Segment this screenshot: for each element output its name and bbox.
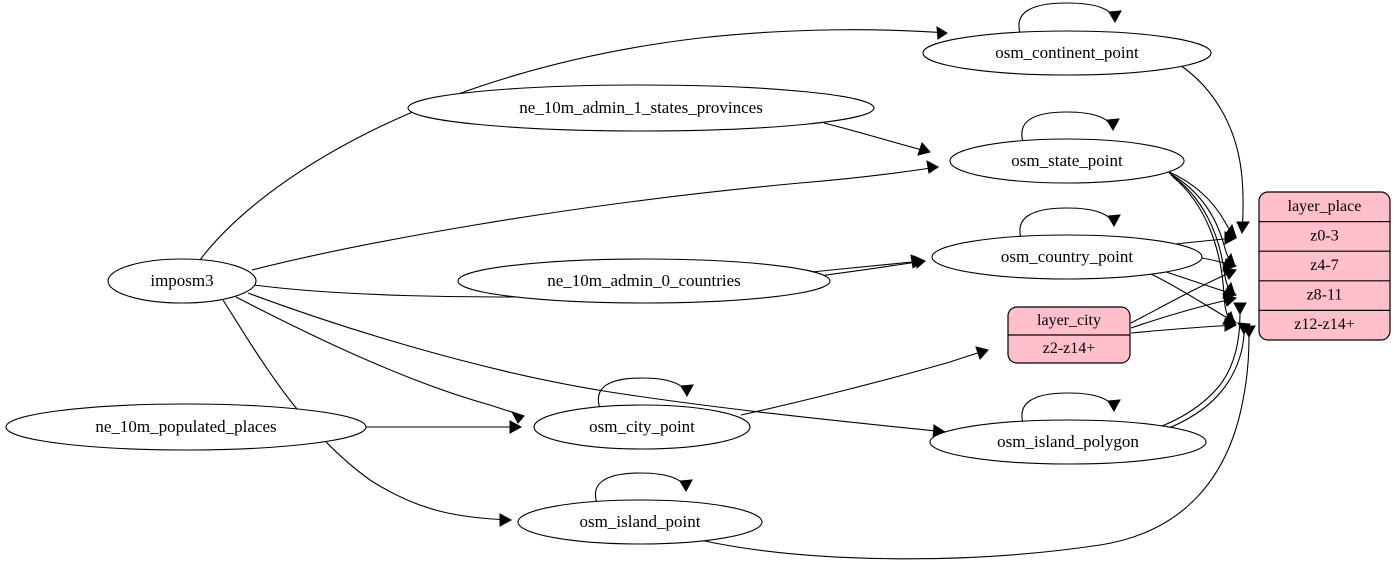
record-node-layer_place[interactable]: layer_place z0-3 z4-7 z8-11 z12-z14+ bbox=[1258, 191, 1391, 341]
edge-osm_country_point-self-loop bbox=[1019, 207, 1121, 242]
edge-osm_city_point-self-loop bbox=[597, 377, 694, 412]
edge-osm_island_point-self-loop bbox=[594, 472, 693, 507]
record-node-layer_city[interactable]: layer_city z2-z14+ bbox=[1007, 306, 1131, 364]
node-label-ne_10m_admin_1_states_provinces: ne_10m_admin_1_states_provinces bbox=[519, 98, 763, 117]
node-osm_continent_point[interactable]: osm_continent_point bbox=[922, 30, 1212, 76]
record-row-layer_city-title: layer_city bbox=[1037, 312, 1101, 329]
record-row-layer_place-z12-z14[interactable]: z12-z14+ bbox=[1294, 316, 1355, 333]
edge-imposm3-to-osm_continent_point bbox=[199, 26, 948, 261]
node-label-osm_continent_point: osm_continent_point bbox=[995, 43, 1139, 62]
edge-osm_island_polygon-self-loop bbox=[1021, 392, 1121, 427]
edge-imposm3-to-osm_state_point bbox=[251, 160, 939, 271]
node-label-ne_10m_populated_places: ne_10m_populated_places bbox=[95, 417, 276, 436]
edge-imposm3-to-osm_island_point bbox=[222, 299, 513, 527]
edge-ne_10m_populated_places-to-osm_city_point bbox=[366, 420, 523, 434]
node-ne_10m_populated_places[interactable]: ne_10m_populated_places bbox=[5, 403, 367, 451]
node-osm_island_point[interactable]: osm_island_point bbox=[517, 499, 763, 545]
node-label-osm_country_point: osm_country_point bbox=[1001, 247, 1133, 266]
record-row-layer_place-z8-11[interactable]: z8-11 bbox=[1307, 287, 1343, 304]
node-label-osm_island_polygon: osm_island_polygon bbox=[997, 432, 1139, 451]
edge-osm_island_polygon-to-layer_place-z12-z14 bbox=[1157, 322, 1251, 433]
edge-ne_10m_admin_0_countries-to-osm_country_point bbox=[811, 254, 923, 273]
node-layer: imposm3 ne_10m_admin_1_states_provinces … bbox=[5, 30, 1212, 545]
edge-osm_city_point-to-layer_city-z2-z14 bbox=[740, 346, 989, 416]
edge-osm_continent_point-self-loop bbox=[1018, 2, 1122, 37]
node-osm_state_point[interactable]: osm_state_point bbox=[949, 138, 1185, 184]
record-row-layer_place-z0-3[interactable]: z0-3 bbox=[1310, 228, 1338, 245]
node-label-imposm3: imposm3 bbox=[150, 271, 213, 290]
edge-layer_city-to-layer_place-z4-7 bbox=[1130, 267, 1237, 324]
node-imposm3[interactable]: imposm3 bbox=[107, 258, 257, 304]
record-row-layer_place-title: layer_place bbox=[1288, 198, 1362, 215]
node-osm_country_point[interactable]: osm_country_point bbox=[931, 234, 1203, 280]
node-label-osm_state_point: osm_state_point bbox=[1011, 151, 1123, 170]
edge-osm_state_point-self-loop bbox=[1021, 111, 1120, 146]
edge-layer_city-to-layer_place-z8-11 bbox=[1130, 293, 1237, 329]
node-osm_island_polygon[interactable]: osm_island_polygon bbox=[929, 419, 1207, 465]
edge-ne_10m_admin_1_states_provinces-to-osm_state_point bbox=[823, 122, 931, 156]
node-osm_city_point[interactable]: osm_city_point bbox=[533, 404, 751, 450]
record-row-layer_place-z4-7[interactable]: z4-7 bbox=[1310, 257, 1338, 274]
node-label-osm_island_point: osm_island_point bbox=[580, 512, 701, 531]
node-ne_10m_admin_1_states_provinces[interactable]: ne_10m_admin_1_states_provinces bbox=[407, 84, 875, 132]
edge-osm_island_polygon-to-layer_place-z8-11 bbox=[1153, 302, 1247, 430]
node-ne_10m_admin_0_countries[interactable]: ne_10m_admin_0_countries bbox=[457, 258, 831, 304]
edge-imposm3-to-osm_city_point bbox=[235, 296, 525, 424]
edge-layer_city-to-layer_place-z12-z14 bbox=[1130, 318, 1238, 334]
record-row-layer_city-z2-z14[interactable]: z2-z14+ bbox=[1043, 340, 1096, 357]
node-label-ne_10m_admin_0_countries: ne_10m_admin_0_countries bbox=[547, 271, 741, 290]
edge-osm_continent_point-to-layer_place-z0-3 bbox=[1179, 64, 1250, 235]
node-label-osm_city_point: osm_city_point bbox=[589, 417, 695, 436]
edge-osm_island_point-to-layer_place-z12-z14 bbox=[699, 325, 1256, 560]
record-node-layer: layer_place z0-3 z4-7 z8-11 z12-z14+ lay… bbox=[1007, 191, 1391, 364]
